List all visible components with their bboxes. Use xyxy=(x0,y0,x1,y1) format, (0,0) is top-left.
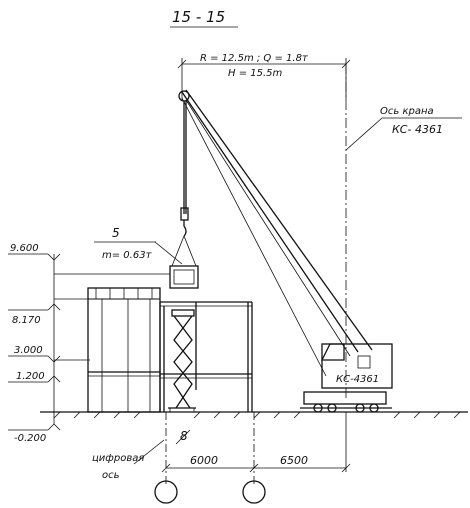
building-frame xyxy=(159,301,253,412)
crane-axis-leader xyxy=(345,117,383,151)
section-title: 15 - 15 xyxy=(172,8,225,26)
crane-params-dimension xyxy=(177,58,351,100)
load-number: 5 xyxy=(112,226,120,240)
crane-vehicle xyxy=(300,343,393,409)
grid-axis-label-line1: цифровая xyxy=(92,453,144,464)
level-label-8170: 8.170 xyxy=(12,315,41,326)
dimension-6000: 6000 xyxy=(190,454,218,467)
scissor-lift xyxy=(168,309,196,413)
crane-boom xyxy=(178,89,373,377)
crane-params-radius-load: R = 12.5m ; Q = 1.8т xyxy=(200,53,309,64)
ground-hatching xyxy=(53,411,461,419)
grid-axis-leader xyxy=(133,439,165,465)
level-marker-8170 xyxy=(8,298,90,311)
level-label-minus200: -0.200 xyxy=(14,433,46,444)
crane-model-label: КС- 4361 xyxy=(392,123,443,136)
level-marker-1200 xyxy=(8,375,61,383)
load-sling-right xyxy=(183,235,197,267)
grid-bubble-2 xyxy=(242,480,266,504)
load-sling-left xyxy=(171,235,185,267)
crane-params-height: H = 15.5m xyxy=(228,68,283,79)
grid-marker-leader xyxy=(175,429,191,445)
load-block-inner xyxy=(173,269,195,285)
level-label-1200: 1.200 xyxy=(16,371,45,382)
grid-axis-label-line2: ось xyxy=(102,470,120,481)
level-label-3000: 3.000 xyxy=(14,345,43,356)
bottom-dimension xyxy=(161,412,351,473)
level-marker-3000 xyxy=(8,355,90,363)
load-leader xyxy=(154,241,183,265)
crane-axis-label: Ось крана xyxy=(380,106,434,117)
level-label-9600: 9.600 xyxy=(10,243,39,254)
grid-bubble-1 xyxy=(154,480,178,504)
load-block xyxy=(169,265,199,289)
level-marker-minus200 xyxy=(8,412,61,431)
building-left-block xyxy=(87,287,161,413)
crane-cab-label: КС-4361 xyxy=(336,374,379,385)
crane-wheels xyxy=(313,403,379,413)
dimension-6500: 6500 xyxy=(280,454,308,467)
load-mass: m= 0.63т xyxy=(102,250,153,261)
level-marker-9600 xyxy=(8,253,170,275)
